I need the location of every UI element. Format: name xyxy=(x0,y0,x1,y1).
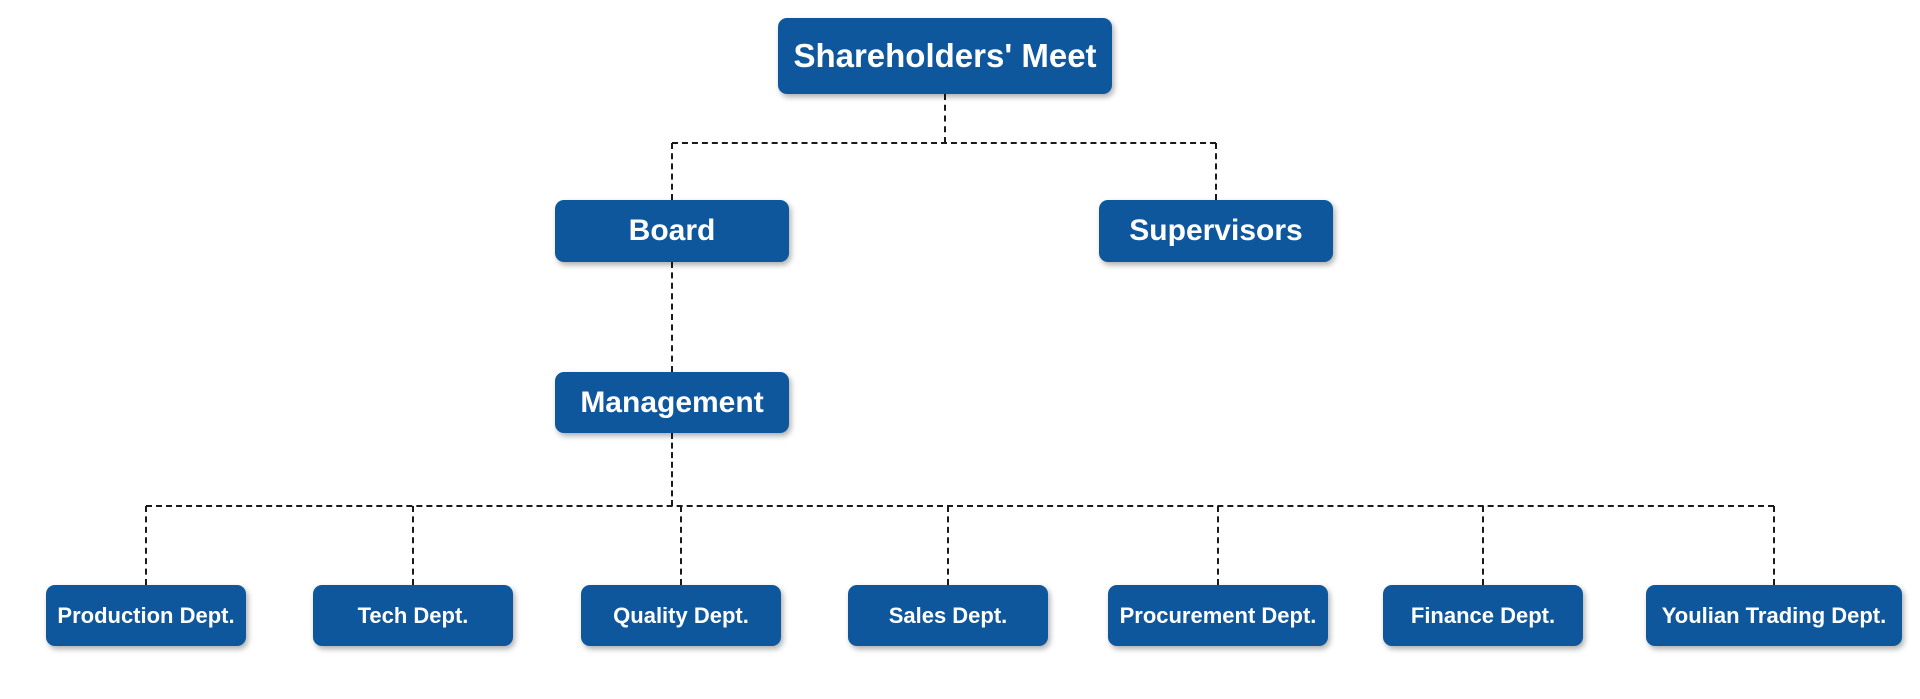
node-label: Management xyxy=(580,385,764,419)
node-label: Tech Dept. xyxy=(357,602,469,628)
node-label: Finance Dept. xyxy=(1410,602,1556,628)
node-label: Production Dept. xyxy=(57,602,235,628)
connector-tech-drop xyxy=(412,506,414,585)
node-label: Procurement Dept. xyxy=(1119,602,1317,628)
connector-board-management xyxy=(671,262,673,372)
node-finance-dept: Finance Dept. xyxy=(1383,585,1583,646)
node-label: Youlian Trading Dept. xyxy=(1661,602,1887,628)
node-label: Quality Dept. xyxy=(613,602,749,628)
connector-level2-bus xyxy=(672,142,1216,144)
node-label: Supervisors xyxy=(1129,214,1303,247)
connector-departments-bus xyxy=(146,505,1774,507)
connector-youlian-drop xyxy=(1773,506,1775,585)
connector-board-drop xyxy=(671,143,673,200)
node-quality-dept: Quality Dept. xyxy=(581,585,781,646)
node-shareholders-meet: Shareholders' Meet xyxy=(778,18,1112,94)
node-label: Shareholders' Meet xyxy=(793,37,1097,74)
connector-procurement-drop xyxy=(1217,506,1219,585)
node-production-dept: Production Dept. xyxy=(46,585,246,646)
connector-management-stem xyxy=(671,433,673,506)
node-management: Management xyxy=(555,372,789,433)
node-tech-dept: Tech Dept. xyxy=(313,585,513,646)
connector-production-drop xyxy=(145,506,147,585)
connector-finance-drop xyxy=(1482,506,1484,585)
node-label: Board xyxy=(628,214,716,247)
node-procurement-dept: Procurement Dept. xyxy=(1108,585,1328,646)
node-label: Sales Dept. xyxy=(888,602,1008,628)
node-sales-dept: Sales Dept. xyxy=(848,585,1048,646)
connector-quality-drop xyxy=(680,506,682,585)
node-board: Board xyxy=(555,200,789,262)
connector-sales-drop xyxy=(947,506,949,585)
connector-supervisors-drop xyxy=(1215,143,1217,200)
connector-root-stem xyxy=(944,94,946,143)
node-youlian-trading-dept: Youlian Trading Dept. xyxy=(1646,585,1902,646)
node-supervisors: Supervisors xyxy=(1099,200,1333,262)
